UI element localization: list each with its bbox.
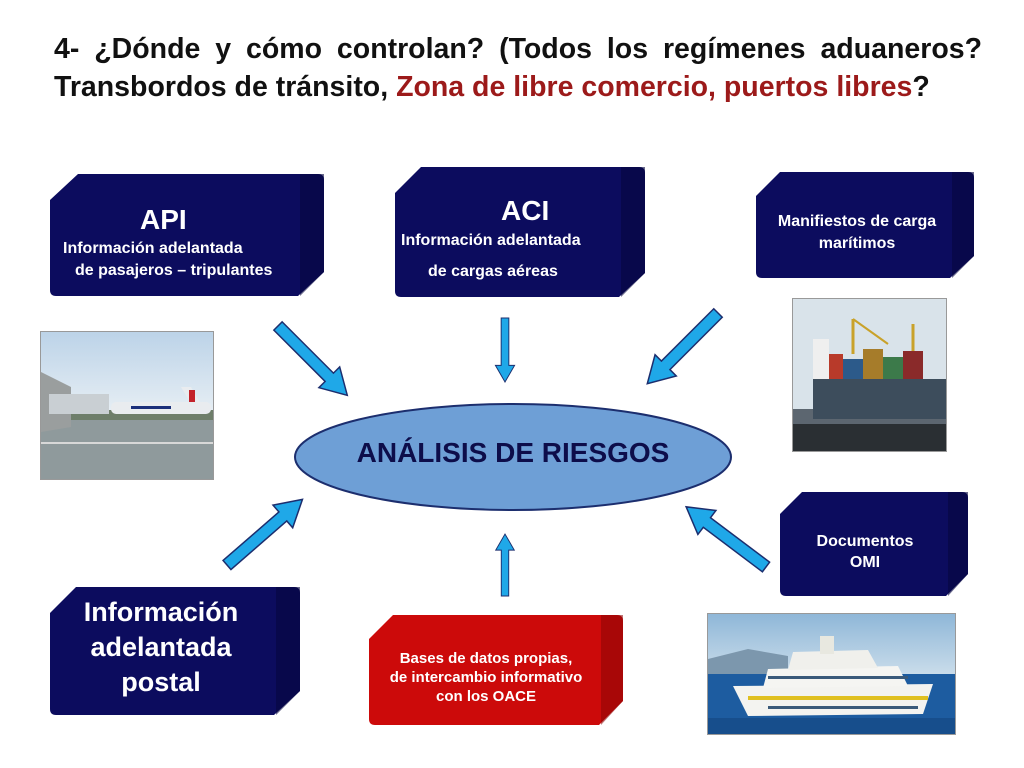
manifiestos-line1: Manifiestos de carga xyxy=(777,213,937,230)
aci-box: ACI Información adelantada de cargas aér… xyxy=(393,165,647,299)
slide-title: 4- ¿Dónde y cómo controlan? (Todos los r… xyxy=(54,30,982,106)
airplane-image xyxy=(41,332,213,479)
bases-line1: Bases de datos propias, xyxy=(399,650,573,667)
bases-box: Bases de datos propias, de intercambio i… xyxy=(367,613,625,727)
arrow-api-to-center xyxy=(266,314,359,407)
airport-photo xyxy=(40,331,214,480)
bases-line2: de intercambio informativo xyxy=(389,669,583,686)
manifiestos-box-shape xyxy=(756,172,974,278)
postal-line2: adelantada xyxy=(90,632,232,662)
aci-line2: de cargas aéreas xyxy=(428,263,558,280)
api-box: API Información adelantada de pasajeros … xyxy=(48,172,326,298)
risk-analysis-ellipse xyxy=(294,403,732,511)
cargo-ship-image xyxy=(793,299,946,451)
aci-line1: Información adelantada xyxy=(401,232,581,249)
arrow-manifiestos-to-center xyxy=(635,301,730,396)
omi-box-shape xyxy=(780,492,968,596)
aci-heading: ACI xyxy=(501,195,550,226)
omi-box: Documentos OMI xyxy=(778,490,970,598)
postal-line3: postal xyxy=(121,667,201,697)
cruise-ship-photo xyxy=(707,613,956,735)
title-end: ? xyxy=(912,71,930,103)
postal-box: Información adelantada postal xyxy=(48,585,302,717)
bases-line3: con los OACE xyxy=(435,688,536,705)
manifiestos-box: Manifiestos de carga marítimos xyxy=(754,170,976,280)
postal-box-shape xyxy=(50,587,300,715)
title-text: 4- ¿Dónde y cómo controlan? (Todos los r… xyxy=(54,33,982,103)
omi-line1: Documentos xyxy=(816,533,914,550)
omi-line2: OMI xyxy=(849,554,881,571)
api-heading: API xyxy=(140,204,187,235)
bases-box-shape xyxy=(369,615,623,725)
api-line1: Información adelantada xyxy=(63,240,243,257)
title-highlight: Zona de libre comercio, puertos libres xyxy=(396,71,913,103)
risk-analysis-label: ANÁLISIS DE RIESGOS xyxy=(356,437,670,468)
api-line2: de pasajeros – tripulantes xyxy=(75,262,273,279)
cruise-ship-image xyxy=(708,614,955,734)
arrow-bases-to-center xyxy=(495,533,515,597)
manifiestos-line2: marítimos xyxy=(818,235,896,252)
aci-box-shape xyxy=(395,167,645,297)
postal-line1: Información xyxy=(83,597,239,627)
cargo-ship-photo xyxy=(792,298,947,452)
api-box-shape xyxy=(50,174,324,296)
arrow-aci-to-center xyxy=(494,317,516,383)
